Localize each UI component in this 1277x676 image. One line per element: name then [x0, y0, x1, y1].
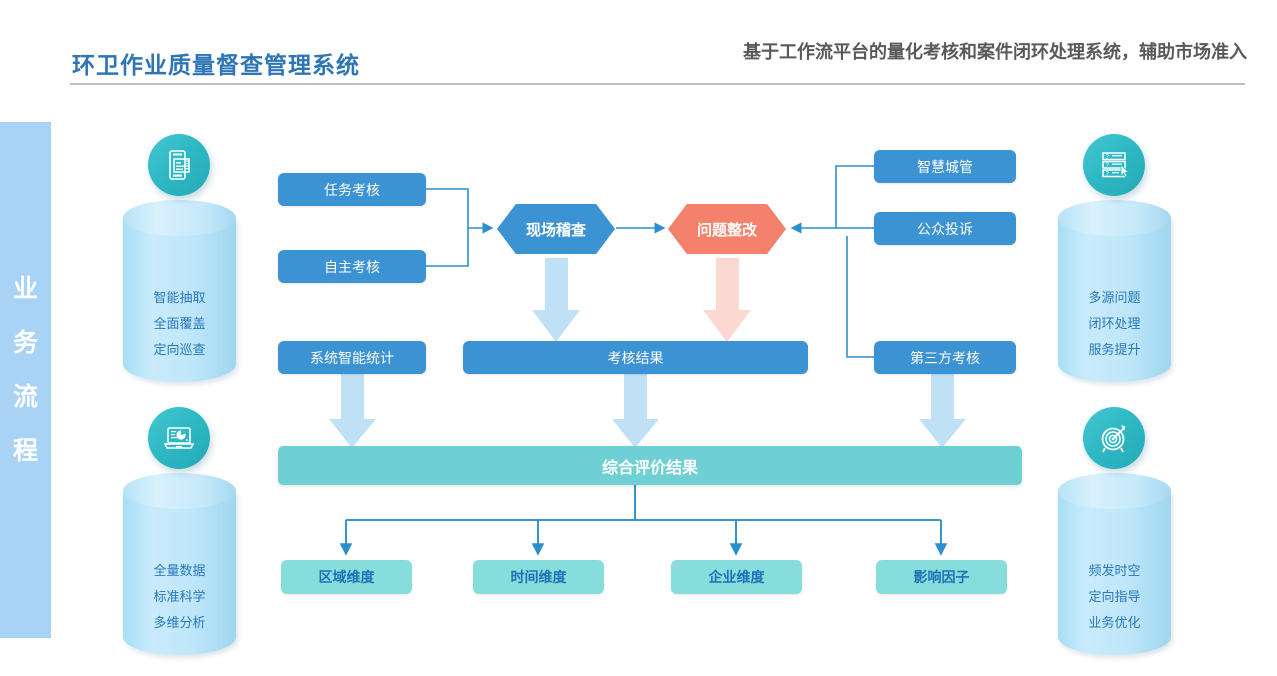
- page-title: 环卫作业质量督查管理系统: [72, 52, 360, 78]
- sidebar-char-4: 程: [12, 437, 38, 465]
- cylinder-line-1: 多源问题: [1088, 290, 1141, 305]
- cylinder-line-2: 闭环处理: [1088, 316, 1141, 331]
- cylinder-line-2: 全面覆盖: [153, 316, 206, 331]
- dimension-box-impact-factor[interactable]: 影响因子: [876, 560, 1007, 594]
- sidebar-band: 业 务 流 程: [0, 122, 51, 638]
- dimension-box-region[interactable]: 区域维度: [281, 560, 412, 594]
- flow-hexagon-onsite-inspection[interactable]: 现场稽查: [497, 204, 615, 254]
- cylinder-intelligent-extraction: 智能抽取 全面覆盖 定向巡查: [123, 200, 236, 400]
- flow-box-self-assessment[interactable]: 自主考核: [278, 250, 426, 283]
- page-subtitle: 基于工作流平台的量化考核和案件闭环处理系统，辅助市场准入: [743, 42, 1247, 62]
- svg-text:?: ?: [1106, 172, 1110, 178]
- sidebar-char-1: 业: [12, 275, 38, 303]
- cylinder-top: [1058, 200, 1171, 236]
- cylinder-frequent-spacetime: 频发时空 定向指导 业务优化: [1058, 473, 1171, 673]
- cylinder-top: [123, 200, 236, 236]
- cylinder-line-3: 业务优化: [1088, 615, 1141, 630]
- cylinder-text: 多源问题 闭环处理 服务提升: [1058, 285, 1171, 363]
- dimension-box-enterprise[interactable]: 企业维度: [671, 560, 802, 594]
- cylinder-line-1: 全量数据: [153, 563, 206, 578]
- cylinder-body: [123, 218, 236, 382]
- cylinder-line-2: 标准科学: [153, 589, 206, 604]
- cylinder-full-data: 全量数据 标准科学 多维分析: [123, 473, 236, 673]
- sidebar-char-3: 流: [12, 383, 38, 411]
- cylinder-text: 智能抽取 全面覆盖 定向巡查: [123, 285, 236, 363]
- flow-bar-comprehensive-result[interactable]: 综合评价结果: [278, 446, 1022, 485]
- flow-box-third-party-assessment[interactable]: 第三方考核: [874, 341, 1016, 374]
- cylinder-line-2: 定向指导: [1088, 589, 1141, 604]
- laptop-chart-icon: [148, 407, 210, 469]
- cylinder-line-3: 定向巡查: [153, 342, 206, 357]
- flow-box-task-assessment[interactable]: 任务考核: [278, 173, 426, 206]
- cylinder-text: 全量数据 标准科学 多维分析: [123, 558, 236, 636]
- cylinder-multi-source-issue: 多源问题 闭环处理 服务提升: [1058, 200, 1171, 400]
- sidebar-char-2: 务: [12, 329, 38, 357]
- sidebar-band-label: 业 务 流 程: [0, 262, 51, 478]
- cylinder-line-3: 服务提升: [1088, 342, 1141, 357]
- svg-text:?: ?: [1106, 163, 1110, 169]
- cylinder-body: [123, 491, 236, 655]
- cylinder-top: [123, 473, 236, 509]
- flow-hexagon-issue-rectification[interactable]: 问题整改: [668, 204, 786, 254]
- cylinder-text: 频发时空 定向指导 业务优化: [1058, 558, 1171, 636]
- cylinder-top: [1058, 473, 1171, 509]
- cylinder-line-1: 智能抽取: [153, 290, 206, 305]
- cylinder-line-3: 多维分析: [153, 615, 206, 630]
- tablet-document-icon: [148, 134, 210, 196]
- flow-box-system-statistics[interactable]: 系统智能统计: [278, 341, 426, 374]
- flow-box-assessment-result[interactable]: 考核结果: [463, 341, 808, 374]
- flow-box-smart-city-management[interactable]: 智慧城管: [874, 150, 1016, 183]
- task-list-cursor-icon: ? ? ?: [1083, 134, 1145, 196]
- flow-box-public-complaint[interactable]: 公众投诉: [874, 212, 1016, 245]
- dimension-box-time[interactable]: 时间维度: [473, 560, 604, 594]
- cylinder-line-1: 频发时空: [1088, 563, 1141, 578]
- header-divider: [70, 83, 1245, 85]
- svg-text:?: ?: [1106, 155, 1110, 161]
- target-dart-icon: [1083, 407, 1145, 469]
- cylinder-body: [1058, 218, 1171, 382]
- cylinder-body: [1058, 491, 1171, 655]
